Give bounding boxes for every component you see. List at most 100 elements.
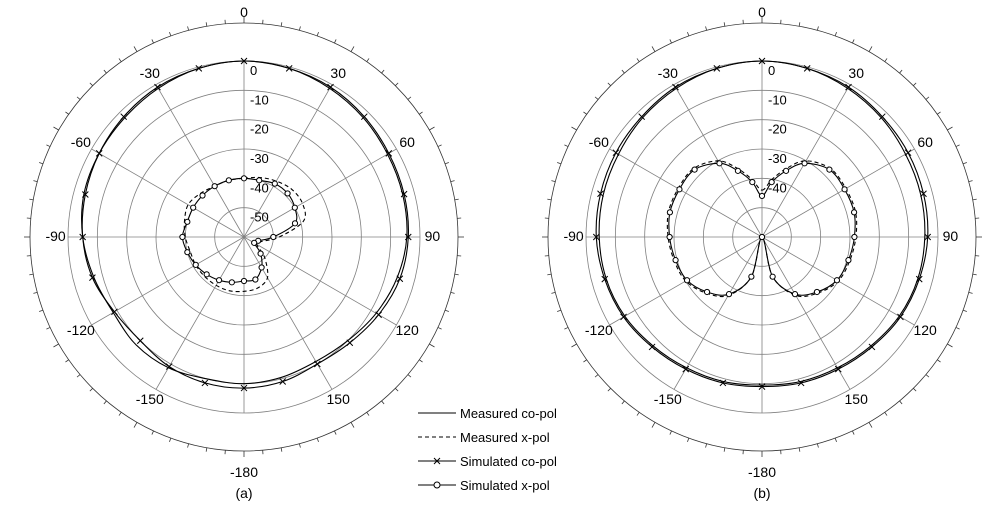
angle-tick <box>817 443 819 448</box>
angle-tick <box>551 292 556 294</box>
panel-label-b: (b) <box>753 485 770 501</box>
angle-tick <box>39 309 44 312</box>
data-point-o <box>841 186 848 193</box>
legend-label: Measured co-pol <box>460 406 557 421</box>
angle-tick <box>280 447 283 452</box>
data-point-x <box>620 313 627 321</box>
angle-label: -180 <box>230 464 258 480</box>
angle-tick <box>817 26 819 31</box>
data-point-o <box>749 179 756 186</box>
angle-tick <box>852 39 855 44</box>
data-point-o <box>716 160 723 167</box>
angle-tick <box>955 144 960 147</box>
data-point-o <box>813 288 821 296</box>
angle-tick <box>925 96 930 100</box>
data-point-x <box>648 343 656 351</box>
data-point-x <box>897 313 904 321</box>
ring-label: -20 <box>768 122 787 137</box>
data-point-o <box>782 167 790 174</box>
data-point-x <box>279 378 287 385</box>
angle-tick <box>65 111 69 115</box>
angle-label: 120 <box>395 322 419 338</box>
angle-tick <box>621 400 625 405</box>
angle-tick <box>705 26 707 31</box>
angle-tick <box>594 374 599 378</box>
angle-tick <box>868 422 873 428</box>
angle-label: -90 <box>563 228 583 244</box>
angle-tick <box>407 96 412 100</box>
angle-tick <box>636 412 640 416</box>
data-point-o <box>215 277 223 284</box>
data-point-x <box>592 233 600 241</box>
angle-tick <box>419 111 423 115</box>
data-point-o <box>758 192 766 200</box>
data-point-o <box>666 209 674 216</box>
grid-spoke <box>761 148 915 238</box>
legend-label: Simulated x-pol <box>460 478 550 493</box>
legend-x-marker <box>433 457 441 465</box>
data-point-x <box>81 191 89 198</box>
data-point-o <box>725 291 733 298</box>
data-point-x <box>154 83 161 91</box>
data-point-x <box>797 379 805 387</box>
grid-spoke <box>91 236 245 326</box>
angle-label: -60 <box>589 134 609 150</box>
ring-label: -50 <box>250 210 269 225</box>
angle-tick <box>834 437 837 442</box>
angle-tick <box>834 32 837 37</box>
angle-tick <box>299 26 301 31</box>
data-point-o <box>851 233 858 241</box>
angle-tick <box>46 144 51 147</box>
angle-label: -60 <box>71 134 91 150</box>
data-point-x <box>924 233 932 241</box>
panel-label-a: (a) <box>235 485 252 501</box>
angle-tick <box>583 359 587 363</box>
angle-tick <box>868 46 873 52</box>
data-point-o <box>258 264 265 271</box>
angle-tick <box>316 32 319 37</box>
angle-tick <box>669 39 672 44</box>
angle-tick <box>947 126 953 131</box>
data-point-x <box>878 113 886 121</box>
data-point-x <box>313 360 321 368</box>
angle-tick <box>955 327 960 330</box>
data-point-x <box>638 113 646 121</box>
legend-label: Measured x-pol <box>460 430 550 445</box>
angle-label: 30 <box>330 65 346 81</box>
data-point-x <box>285 65 293 72</box>
data-point-x <box>89 274 96 281</box>
data-point-o <box>291 220 299 227</box>
ring-label: -30 <box>768 151 787 166</box>
angle-tick <box>205 447 208 452</box>
angle-label: 90 <box>943 228 959 244</box>
grid-spoke <box>243 84 333 238</box>
angle-label: 90 <box>425 228 441 244</box>
data-point-o <box>791 291 799 298</box>
data-point-o <box>748 273 755 280</box>
angle-label: -90 <box>45 228 65 244</box>
data-point-x <box>713 65 721 72</box>
grid-spoke <box>155 84 245 238</box>
data-point-o <box>240 175 248 182</box>
data-point-x <box>597 190 604 198</box>
legend-o-marker <box>433 481 441 489</box>
data-point-o <box>252 276 259 283</box>
angle-tick <box>169 32 172 37</box>
angle-tick <box>972 273 977 276</box>
angle-tick <box>594 96 599 100</box>
angle-tick <box>46 327 51 330</box>
angle-tick <box>547 198 552 201</box>
angle-tick <box>968 180 973 182</box>
data-point-x <box>360 113 368 121</box>
legend-entry: Simulated x-pol <box>418 478 550 493</box>
data-point-x <box>400 190 408 198</box>
angle-label: -120 <box>585 322 613 338</box>
angle-tick <box>884 412 888 416</box>
angle-tick <box>29 198 34 201</box>
grid-spoke <box>609 148 763 238</box>
data-point-x <box>375 311 382 319</box>
data-point-x <box>915 275 923 283</box>
